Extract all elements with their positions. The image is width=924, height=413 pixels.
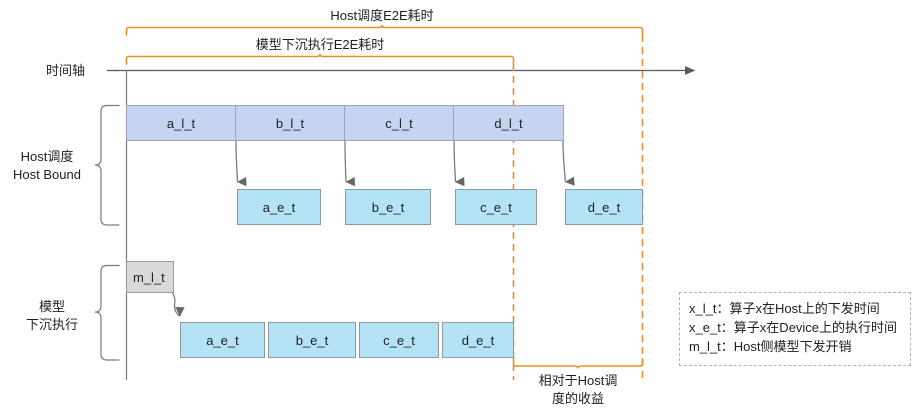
label-model-sink-line1: 模型 [38, 299, 65, 314]
label-host-e2e: Host调度E2E耗时 [330, 8, 434, 23]
label-benefit: 相对于Host调 度的收益 [518, 372, 638, 407]
legend-row-m-l-t: m_l_t：Host侧模型下发开销 [689, 338, 852, 354]
dispatch-arrow-b [344, 139, 356, 187]
label-model-sink-row: 模型 下沉执行 [12, 298, 92, 333]
legend-box: x_l_t：算子x在Host上的下发时间 x_e_t：算子x在Device上的执… [679, 292, 911, 366]
label-model-sink-line2: 下沉执行 [25, 316, 78, 332]
label-host-bound-line2: Host Bound [13, 166, 81, 182]
model-dispatch-arrow [171, 291, 185, 317]
host-exec-block-d[interactable]: d_e_t [565, 189, 643, 225]
sink-exec-block-c[interactable]: c_e_t [359, 322, 439, 358]
model-launch-block[interactable]: m_l_t [126, 261, 174, 293]
label-time-axis: 时间轴 [46, 63, 86, 78]
label-model-sink-e2e: 模型下沉执行E2E耗时 [255, 37, 385, 52]
legend-row-x-e-t: x_e_t：算子x在Device上的执行时间 [689, 319, 898, 335]
label-benefit-line1: 相对于Host调 [538, 373, 618, 388]
launch-block-d[interactable]: d_l_t [454, 105, 564, 141]
launch-block-a[interactable]: a_l_t [126, 105, 236, 141]
sink-exec-block-b[interactable]: b_e_t [268, 322, 356, 358]
dispatch-arrow-a [235, 139, 247, 187]
host-exec-block-a[interactable]: a_e_t [237, 189, 321, 225]
launch-block-c[interactable]: c_l_t [345, 105, 454, 141]
sink-exec-block-a[interactable]: a_e_t [180, 322, 265, 358]
bracket-benefit [512, 358, 644, 369]
dispatch-arrow-d [562, 139, 575, 186]
dispatch-arrow-c [453, 139, 465, 187]
legend-row-x-l-t: x_l_t：算子x在Host上的下发时间 [689, 301, 880, 316]
label-benefit-line2: 度的收益 [551, 390, 604, 406]
bracket-model-sink-e2e [125, 53, 515, 65]
sink-exec-block-d[interactable]: d_e_t [442, 322, 514, 358]
label-host-bound-row: Host调度 Host Bound [2, 148, 92, 183]
host-exec-block-c[interactable]: c_e_t [455, 189, 537, 225]
launch-block-b[interactable]: b_l_t [236, 105, 345, 141]
host-exec-block-b[interactable]: b_e_t [345, 189, 431, 225]
label-host-bound-line1: Host调度 [20, 149, 74, 164]
brace-model-sink [94, 264, 120, 361]
brace-host-bound [94, 104, 120, 226]
